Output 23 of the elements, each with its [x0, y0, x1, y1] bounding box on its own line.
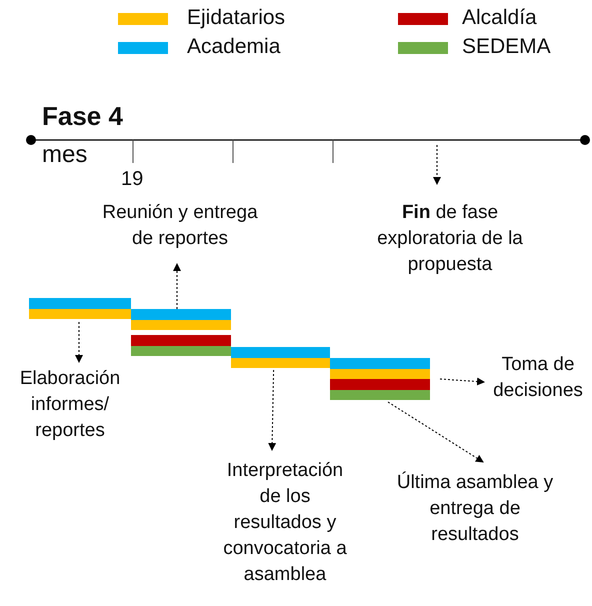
arrow [75, 322, 83, 363]
task-bar [131, 309, 231, 356]
legend-label: Ejidatarios [187, 5, 286, 31]
arrow [268, 370, 276, 451]
legend-label: Alcaldía [462, 5, 537, 31]
task-bar [330, 358, 430, 400]
arrow [433, 144, 441, 185]
milestone-label: Última asamblea y entrega de resultados [395, 470, 555, 548]
phase-title: Fase 4 [42, 100, 123, 132]
milestone-label: Elaboración informes/ reportes [0, 366, 140, 444]
milestone-label: Toma de decisiones [484, 352, 592, 404]
task-bar [29, 298, 131, 319]
arrow [440, 378, 485, 386]
arrow [173, 263, 181, 310]
legend-label: Academia [187, 34, 280, 60]
legend-label: SEDEMA [462, 34, 551, 60]
task-bar [231, 347, 330, 368]
arrow [388, 402, 484, 463]
milestone-label: Reunión y entrega de reportes [100, 200, 260, 252]
month-number: 19 [121, 167, 144, 192]
axis-label: mes [42, 140, 88, 170]
milestone-label: Interpretación de los resultados y convocatoria a asamblea [215, 458, 355, 588]
milestone-label: Fin de fase exploratoria de la propuesta [360, 200, 540, 278]
